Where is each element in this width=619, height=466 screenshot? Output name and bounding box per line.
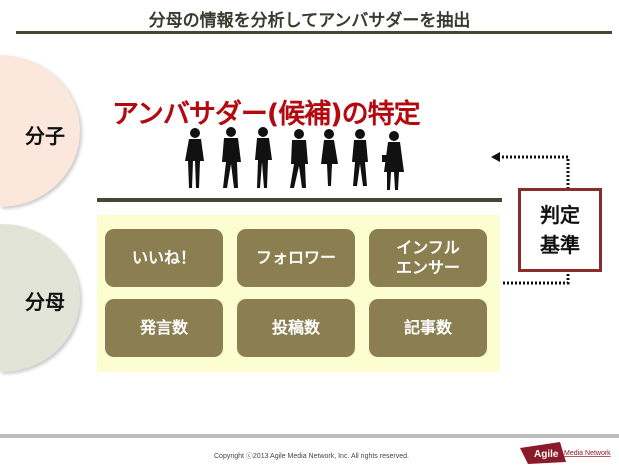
person-icon <box>222 127 241 188</box>
person-icon <box>321 129 338 186</box>
person-icon <box>255 127 272 188</box>
title-divider <box>16 31 612 34</box>
person-icon <box>352 129 368 186</box>
metric-posts-count: 発言数 <box>105 299 223 357</box>
copyright-text: Copyright ⓒ2013 Agile Media Network, Inc… <box>214 453 409 460</box>
metrics-panel: いいね！ フォロワー インフル エンサー 発言数 投稿数 記事数 <box>97 215 500 372</box>
ambassador-heading: アンバサダー(候補)の特定 <box>112 99 421 130</box>
footer-divider <box>0 434 619 438</box>
denominator-label: 分母 <box>25 290 65 314</box>
metric-likes: いいね！ <box>105 229 223 287</box>
numerator-label: 分子 <box>25 124 65 148</box>
metric-submissions: 投稿数 <box>237 299 355 357</box>
metric-followers: フォロワー <box>237 229 355 287</box>
person-icon <box>382 131 404 190</box>
svg-text:Agile: Agile <box>534 449 559 460</box>
agile-media-network-logo: Agile Media Network <box>520 442 611 464</box>
metric-influencer: インフル エンサー <box>369 229 487 287</box>
divider-bar <box>97 198 502 202</box>
people-silhouettes-icon <box>185 127 404 190</box>
slide-title: 分母の情報を分析してアンバサダーを抽出 <box>148 11 471 31</box>
metric-articles: 記事数 <box>369 299 487 357</box>
svg-text:Media Network: Media Network <box>564 450 611 457</box>
person-icon <box>185 128 204 188</box>
person-icon <box>290 129 308 188</box>
criteria-box: 判定 基準 <box>518 188 602 272</box>
